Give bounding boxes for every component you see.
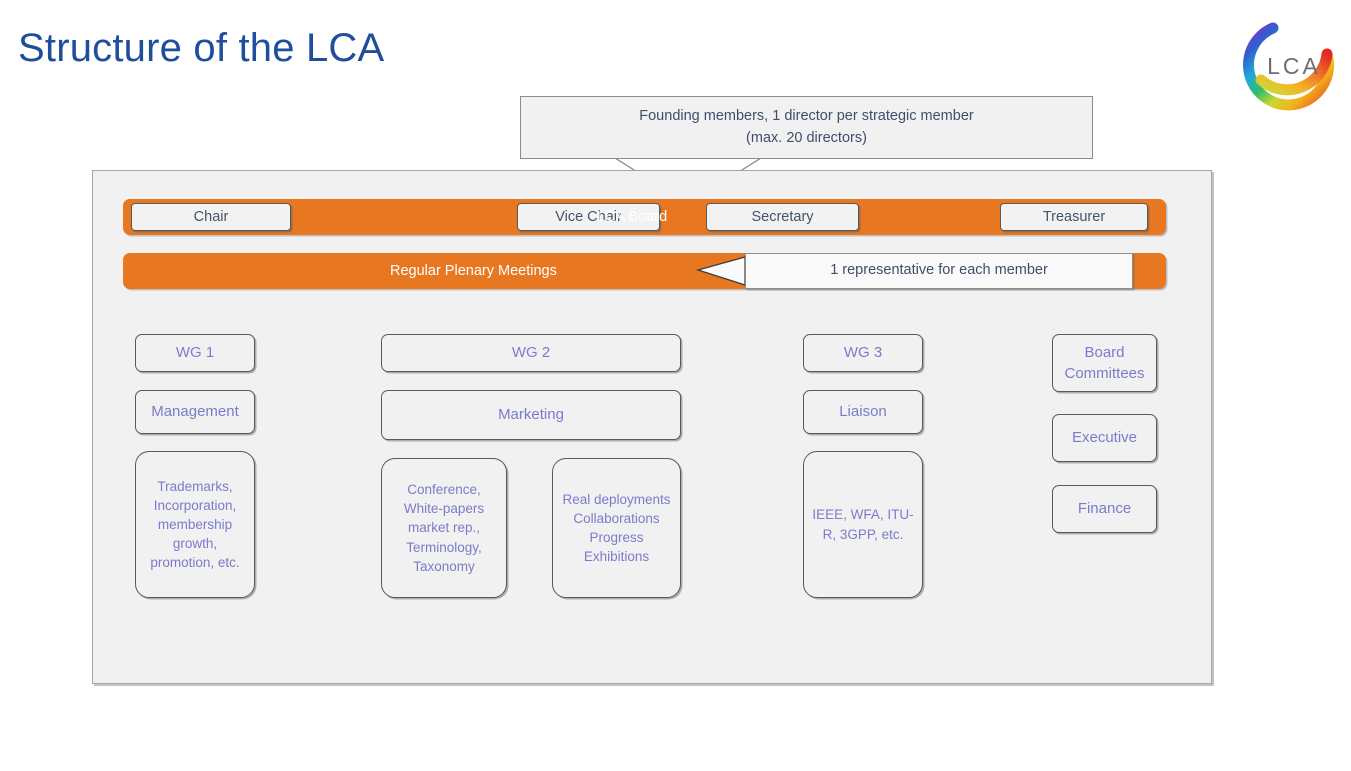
lca-board-label: LCA Board: [597, 209, 668, 225]
board-role-treasurer[interactable]: Treasurer: [1000, 203, 1148, 231]
wg1-name[interactable]: Management: [135, 390, 255, 434]
board-committees-header[interactable]: Board Committees: [1052, 334, 1157, 392]
rainbow-arc-icon: [1243, 22, 1334, 111]
wg3-header[interactable]: WG 3: [803, 334, 923, 372]
wg1-header[interactable]: WG 1: [135, 334, 255, 372]
wg1-detail: Trademarks, Incorporation, membership gr…: [135, 451, 255, 598]
org-structure-panel: Chair Vice Chair LCA Board Secretary Tre…: [92, 170, 1212, 684]
wg2-header[interactable]: WG 2: [381, 334, 681, 372]
wg3-detail: IEEE, WFA, ITU-R, 3GPP, etc.: [803, 451, 923, 598]
wg3-name[interactable]: Liaison: [803, 390, 923, 434]
wg2-name[interactable]: Marketing: [381, 390, 681, 440]
page-title: Structure of the LCA: [18, 26, 385, 70]
plenary-meetings-label: Regular Plenary Meetings: [390, 263, 557, 279]
board-role-chair[interactable]: Chair: [131, 203, 291, 231]
board-callout-line2: (max. 20 directors): [746, 129, 867, 146]
board-role-secretary[interactable]: Secretary: [706, 203, 859, 231]
board-callout-line1: Founding members, 1 director per strateg…: [639, 108, 974, 125]
committee-finance[interactable]: Finance: [1052, 485, 1157, 533]
logo-text: LCA: [1267, 52, 1321, 79]
committee-executive[interactable]: Executive: [1052, 414, 1157, 462]
board-composition-callout: Founding members, 1 director per strateg…: [520, 96, 1093, 159]
wg2-detail-b: Real deployments Collaborations Progress…: [552, 458, 681, 598]
plenary-representation-callout: 1 representative for each member: [745, 253, 1133, 289]
lca-logo: LCA: [1243, 18, 1339, 114]
board-role-vice-chair[interactable]: Vice Chair: [517, 203, 660, 231]
wg2-detail-a: Conference, White-papers market rep., Te…: [381, 458, 507, 598]
